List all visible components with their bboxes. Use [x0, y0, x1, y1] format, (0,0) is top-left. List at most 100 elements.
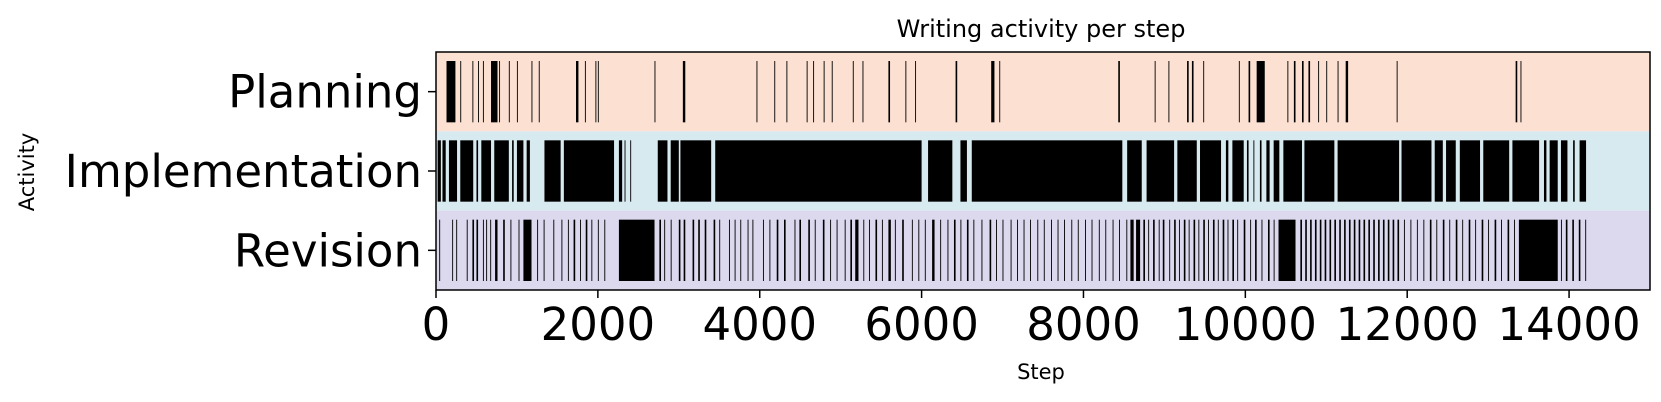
activity-event-revision — [1267, 219, 1270, 281]
activity-event-revision — [1130, 219, 1134, 281]
activity-event-implementation — [1579, 140, 1587, 202]
activity-event-revision — [1278, 219, 1296, 281]
activity-event-planning — [1256, 61, 1265, 123]
activity-event-revision — [1429, 219, 1432, 281]
activity-event-revision — [1358, 219, 1361, 281]
x-tick-label: 4000 — [702, 298, 817, 351]
activity-event-planning — [595, 61, 597, 123]
row-band-planning — [436, 52, 1650, 132]
activity-event-revision — [1212, 219, 1215, 281]
activity-event-planning — [538, 61, 540, 123]
activity-event-revision — [1112, 219, 1114, 281]
activity-event-implementation — [448, 140, 458, 202]
activity-event-planning — [1515, 61, 1518, 123]
activity-event-planning — [1337, 61, 1339, 123]
activity-event-revision — [1501, 219, 1502, 281]
activity-event-revision — [561, 219, 563, 281]
activity-event-revision — [573, 219, 576, 281]
activity-event-revision — [1449, 219, 1451, 281]
activity-event-planning — [1203, 61, 1205, 123]
activity-event-revision — [776, 219, 779, 281]
x-tick-label: 12000 — [1336, 298, 1479, 351]
activity-event-revision — [719, 219, 721, 281]
activity-event-revision — [1077, 219, 1079, 281]
activity-event-planning — [597, 61, 599, 123]
activity-event-revision — [894, 219, 896, 281]
activity-event-revision — [863, 219, 865, 281]
activity-event-planning — [1248, 61, 1251, 123]
activity-event-revision — [996, 219, 997, 281]
activity-event-revision — [918, 219, 920, 281]
activity-event-planning — [888, 61, 891, 123]
activity-event-revision — [769, 219, 771, 281]
activity-event-implementation — [512, 140, 514, 202]
activity-event-revision — [1017, 219, 1018, 281]
activity-event-implementation — [437, 140, 441, 202]
activity-event-implementation — [563, 140, 615, 202]
activity-event-revision — [1126, 219, 1128, 281]
chart-title: Writing activity per step — [897, 15, 1186, 43]
activity-event-revision — [1085, 219, 1086, 281]
activity-event-revision — [597, 219, 599, 281]
activity-event-revision — [1105, 219, 1107, 281]
activity-event-revision — [439, 219, 441, 281]
activity-event-revision — [762, 219, 764, 281]
activity-event-revision — [1363, 219, 1366, 281]
activity-event-planning — [682, 61, 686, 123]
activity-event-revision — [794, 219, 796, 281]
x-tick-label: 14000 — [1497, 298, 1640, 351]
activity-event-revision — [1136, 219, 1141, 281]
activity-event-planning — [786, 61, 788, 123]
activity-event-revision — [503, 219, 505, 281]
activity-event-revision — [1203, 219, 1205, 281]
activity-event-revision — [585, 219, 588, 281]
activity-event-implementation — [960, 140, 967, 202]
activity-event-revision — [1382, 219, 1385, 281]
activity-event-revision — [784, 219, 786, 281]
activity-event-revision — [1565, 219, 1568, 281]
activity-event-revision — [1423, 219, 1425, 281]
activity-event-implementation — [1200, 140, 1222, 202]
activity-event-revision — [1030, 219, 1031, 281]
activity-event-revision — [734, 219, 736, 281]
y-tick-label-revision: Revision — [234, 224, 422, 277]
activity-event-planning — [1187, 61, 1189, 123]
activity-event-revision — [1208, 219, 1209, 281]
activity-event-planning — [1345, 61, 1349, 123]
activity-event-revision — [1578, 219, 1581, 281]
activity-event-revision — [1232, 219, 1234, 281]
activity-event-revision — [1436, 219, 1438, 281]
activity-event-planning — [1318, 61, 1320, 123]
activity-event-revision — [924, 219, 926, 281]
activity-event-revision — [1057, 219, 1059, 281]
activity-event-revision — [1488, 219, 1490, 281]
activity-event-planning — [915, 61, 917, 123]
activity-event-planning — [813, 61, 815, 123]
activity-event-revision — [1178, 219, 1180, 281]
activity-event-revision — [728, 219, 730, 281]
activity-event-implementation — [460, 140, 474, 202]
activity-event-revision — [698, 219, 700, 281]
activity-event-revision — [1227, 219, 1229, 281]
activity-event-revision — [1378, 219, 1380, 281]
activity-event-revision — [1462, 219, 1464, 281]
activity-event-revision — [1243, 219, 1246, 281]
activity-event-revision — [1468, 219, 1471, 281]
activity-event-revision — [752, 219, 754, 281]
activity-event-revision — [1300, 219, 1302, 281]
activity-event-revision — [713, 219, 716, 281]
activity-event-planning — [852, 61, 854, 123]
activity-event-revision — [1037, 219, 1039, 281]
activity-event-planning — [955, 61, 958, 123]
activity-event-planning — [1326, 61, 1328, 123]
activity-event-revision — [1198, 219, 1200, 281]
activity-event-revision — [678, 219, 681, 281]
activity-event-revision — [1560, 219, 1562, 281]
activity-event-planning — [1168, 61, 1170, 123]
activity-event-revision — [1237, 219, 1239, 281]
activity-event-implementation — [1401, 140, 1432, 202]
activity-event-revision — [875, 219, 878, 281]
activity-event-revision — [1071, 219, 1073, 281]
